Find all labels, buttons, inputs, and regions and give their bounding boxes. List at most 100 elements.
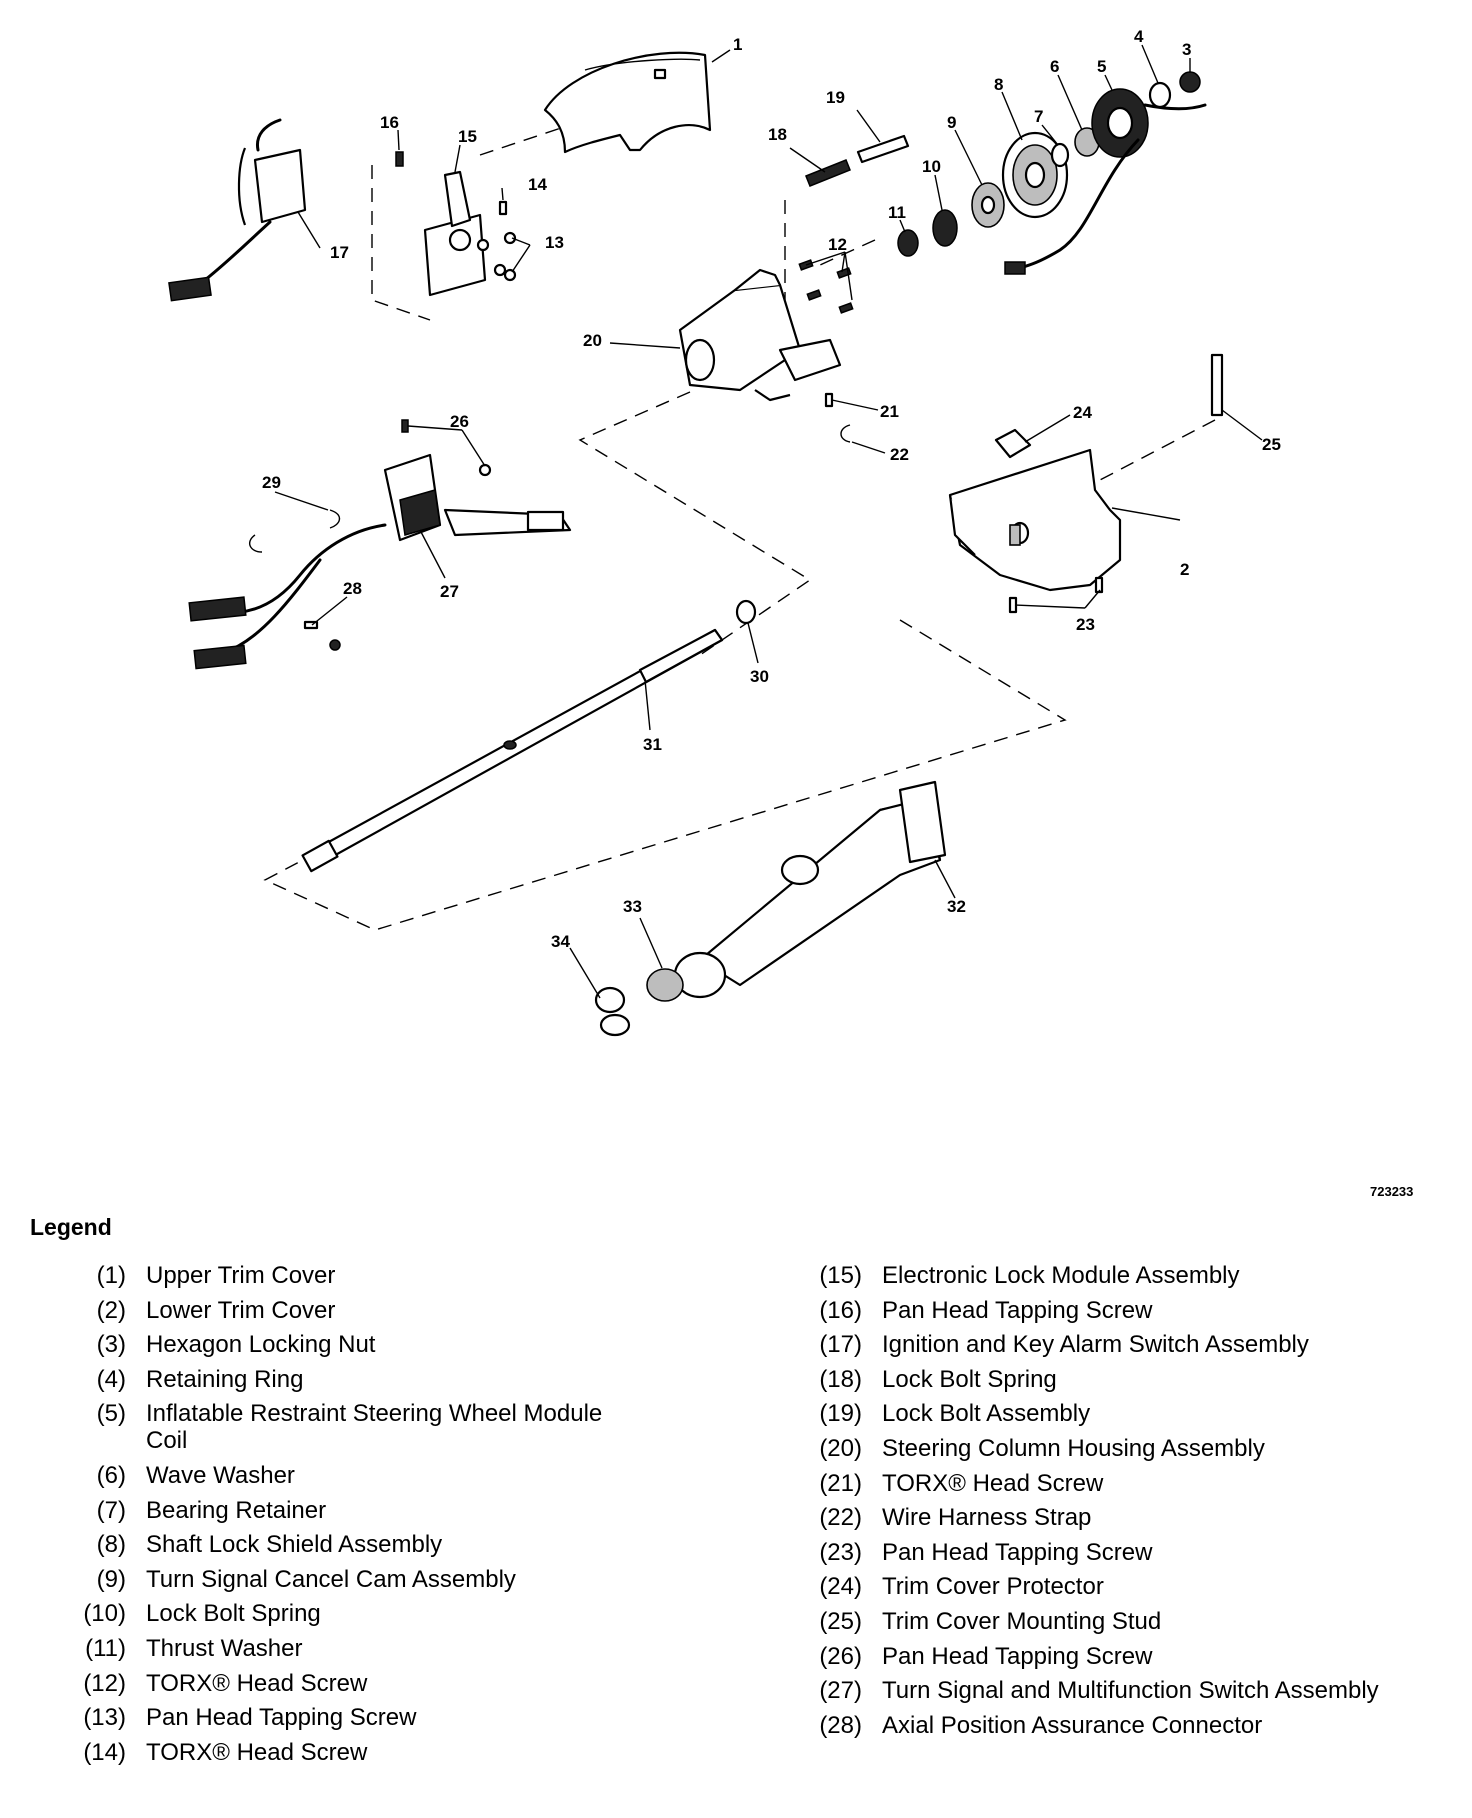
callout-21: 21 [880,402,899,421]
legend-item-label: Lock Bolt Spring [146,1600,321,1628]
legend-item: (8)Shaft Lock Shield Assembly [62,1531,622,1558]
callout-7: 7 [1034,107,1043,126]
legend-item-number: (15) [819,1262,862,1289]
lower-trim-cover [948,448,1122,592]
callout-9: 9 [947,113,956,132]
callout-20: 20 [583,331,602,350]
steering-shaft [301,628,724,873]
callout-5: 5 [1097,57,1106,76]
column-jacket-32 [673,780,947,999]
legend-item-label: Steering Column Housing Assembly [882,1434,1265,1462]
legend-item: (20) Steering Column Housing Assembly [798,1435,1418,1462]
upper-trim-cover [543,51,712,154]
callout-29: 29 [262,473,281,492]
legend-item-label: Turn Signal Cancel Cam Assembly [146,1565,516,1593]
legend-item-label: Lock Bolt Spring [882,1365,1057,1393]
legend-item-number: (9) [96,1565,126,1593]
legend-item: (3) Hexagon Locking Nut [62,1331,622,1358]
legend-item-number: (28) [819,1711,862,1739]
callout-14: 14 [528,175,547,194]
legend-item-number: (23) [819,1538,862,1566]
legend-item: (10)Lock Bolt Spring [62,1600,622,1627]
screws-upper-left [395,151,517,282]
legend-item-label: Lower Trim Cover [146,1296,336,1324]
retaining-ring-and-nut [1148,71,1201,109]
legend-item-number: (13) [83,1704,126,1732]
legend-item-label: Axial Position Assurance Connector [882,1711,1263,1739]
trim-cover-protector [994,428,1032,459]
legend-item: (7)Bearing Retainer [62,1497,622,1524]
legend-item-label: Trim Cover Protector [882,1573,1104,1601]
legend-item: (6) Wave Washer [62,1462,622,1489]
callout-18: 18 [768,125,787,144]
turn-signal-cancel-cam [971,182,1005,228]
callout-22: 22 [890,445,909,464]
legend-item-label: Inflatable Restraint Steering Wheel Modu… [146,1400,603,1455]
figure-id: 723233 [1370,1184,1414,1199]
callout-34: 34 [551,932,570,951]
legend-item: (4) Retaining Ring [62,1366,622,1393]
legend-item-label: Hexagon Locking Nut [146,1331,376,1359]
legend-item-number: (3) [96,1331,126,1359]
callout-31: 31 [643,735,662,754]
legend-item-number: (12) [83,1669,126,1697]
callout-10: 10 [922,157,941,176]
callout-19: 19 [826,88,845,107]
legend-item: (19)Lock Bolt Assembly [798,1400,1418,1427]
legend-item-number: (26) [819,1642,862,1670]
legend-item-label: Wire Harness Strap [882,1504,1092,1532]
legend-item-number: (4) [96,1365,126,1393]
legend-right-column: (15)Electronic Lock Module Assembly(16)P… [798,1262,1418,1746]
callout-28: 28 [343,579,362,598]
lock-bolt-parts [805,134,910,187]
legend-item: (12) TORX® Head Screw [62,1670,622,1697]
legend-item-number: (20) [819,1434,862,1462]
legend-item: (25)Trim Cover Mounting Stud [798,1608,1418,1635]
legend-item: (13) Pan Head Tapping Screw [62,1704,622,1731]
legend-item-label: Shaft Lock Shield Assembly [146,1531,443,1559]
callout-11: 11 [888,203,906,222]
callout-17: 17 [330,243,349,262]
callout-1: 1 [733,35,742,54]
legend-item-label: Ignition and Key Alarm Switch Assembly [882,1331,1309,1359]
legend-item: (14) TORX® Head Screw [62,1739,622,1766]
screws-26-connector-28-clip-29 [248,419,492,651]
legend-item: (24)Trim Cover Protector [798,1573,1418,1600]
callout-30: 30 [750,667,769,686]
legend-item-number: (27) [819,1677,862,1705]
legend-item: (11)Thrust Washer [62,1635,622,1662]
legend-item-label: TORX® Head Screw [146,1669,368,1697]
legend-item: (23)Pan Head Tapping Screw [798,1539,1418,1566]
legend-item-number: (14) [83,1738,126,1766]
legend-item: (16)Pan Head Tapping Screw [798,1297,1418,1324]
callout-23: 23 [1076,615,1095,634]
legend-item-label: TORX® Head Screw [882,1469,1104,1497]
legend-item: (17) Ignition and Key Alarm Switch Assemb… [798,1331,1418,1358]
legend-title: Legend [30,1214,112,1240]
legend-item-label: Turn Signal and Multifunction Switch Ass… [882,1677,1379,1705]
legend-item-label: Lock Bolt Assembly [882,1400,1091,1428]
legend-item-number: (25) [819,1607,862,1635]
legend-item: (5)Inflatable Restraint Steering Wheel M… [62,1400,622,1454]
legend-item-number: (6) [96,1461,126,1489]
callout-13: 13 [545,233,564,252]
turn-signal-multifunction-switch [188,453,572,670]
callout-2: 2 [1180,560,1189,579]
legend-item: (21)TORX® Head Screw [798,1470,1418,1497]
torx-screws-12 [798,259,854,314]
legend-left-column: (1)Upper Trim Cover(2)Lower Trim Cover(3… [62,1262,622,1773]
legend-item: (1) Upper Trim Cover [62,1262,622,1289]
parts-33-34 [594,968,684,1037]
legend-item-label: Upper Trim Cover [146,1262,336,1289]
legend-item-label: Pan Head Tapping Screw [146,1704,417,1732]
callout-8: 8 [994,75,1003,94]
legend-item-number: (18) [819,1365,862,1393]
legend-item-number: (17) [819,1331,862,1359]
legend-item-label: TORX® Head Screw [146,1738,368,1766]
legend-item-number: (1) [96,1262,126,1289]
legend-item-number: (16) [819,1296,862,1324]
ignition-key-alarm-switch [168,118,307,302]
legend-item-label: Bearing Retainer [146,1496,327,1524]
legend-item-label: Retaining Ring [146,1365,304,1393]
legend-item-label: Wave Washer [146,1461,295,1489]
